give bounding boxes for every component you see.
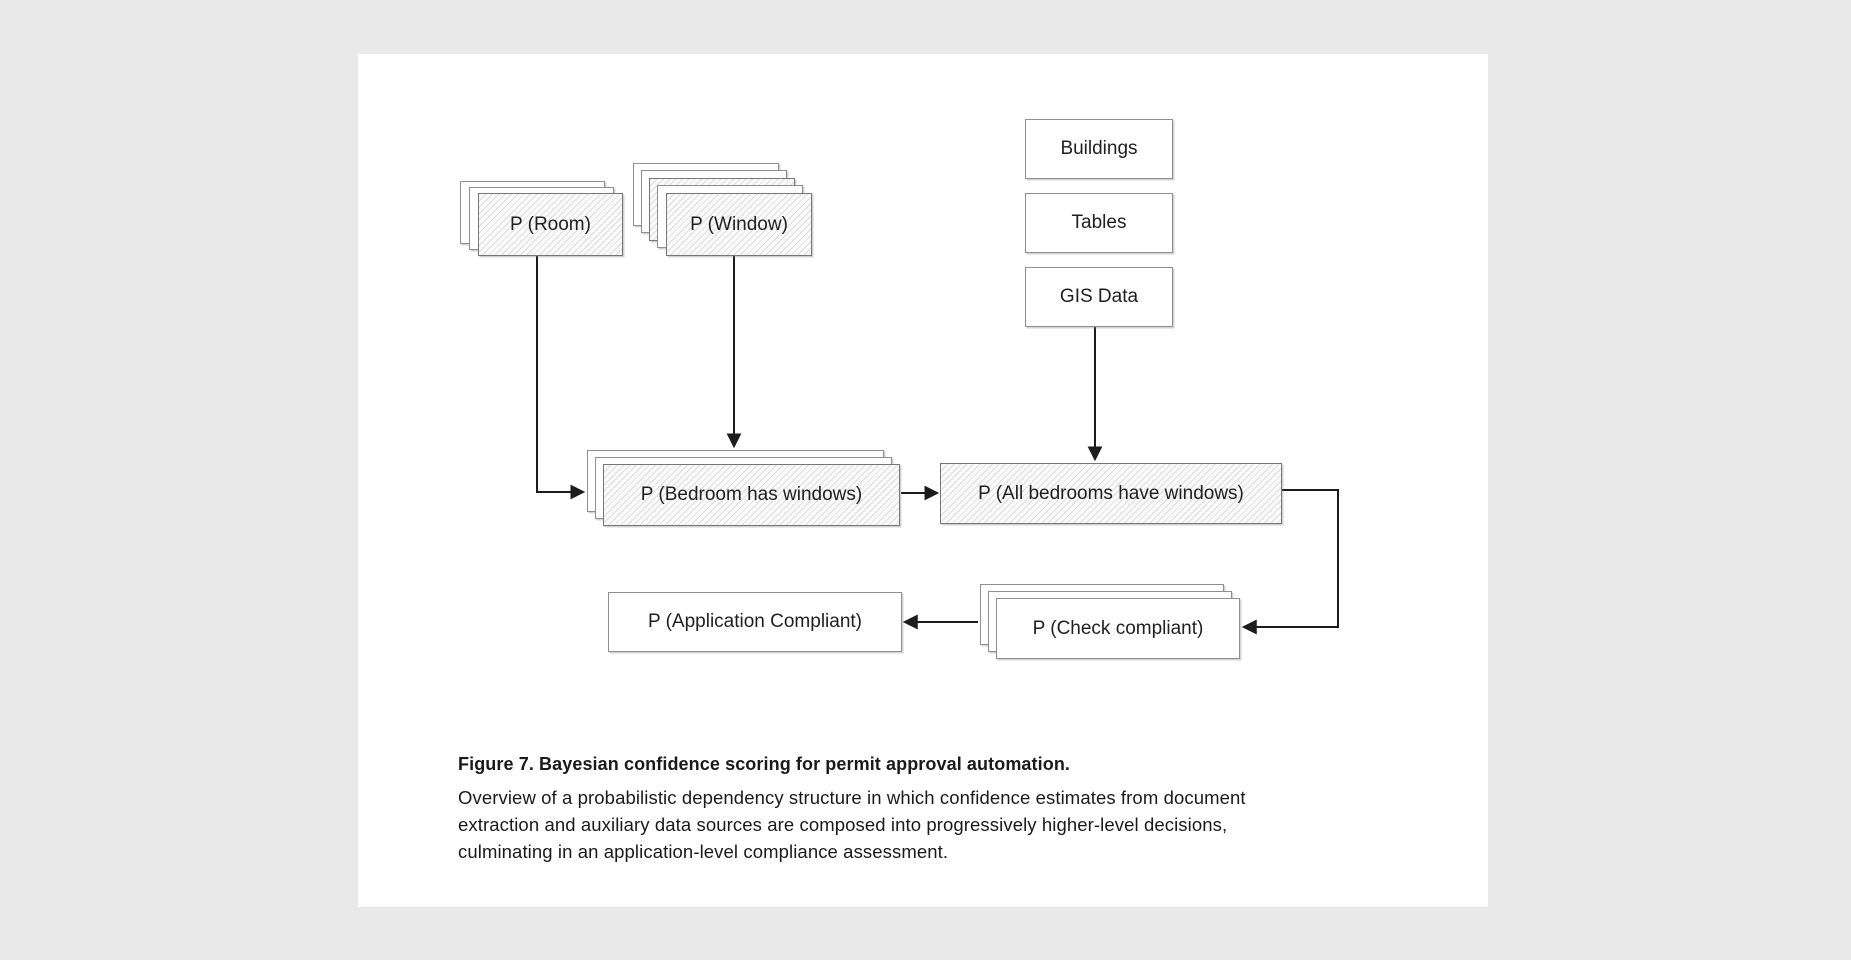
- node-p-all-bedrooms-have-windows-label: P (All bedrooms have windows): [978, 482, 1244, 504]
- figure-canvas: P (Room) P (Window) Buildings Tables GIS…: [358, 54, 1488, 907]
- node-p-window: P (Window): [666, 193, 812, 256]
- node-p-room-label: P (Room): [510, 213, 591, 235]
- node-buildings-label: Buildings: [1060, 138, 1138, 159]
- node-p-bedroom-has-windows-label: P (Bedroom has windows): [640, 484, 863, 505]
- node-gis-data: GIS Data: [1025, 267, 1173, 327]
- figure-caption-body-line-2: extraction and auxiliary data sources ar…: [458, 814, 1228, 835]
- node-p-check-compliant: P (Check compliant): [996, 598, 1240, 659]
- node-gis-data-label: GIS Data: [1059, 286, 1139, 307]
- node-buildings: Buildings: [1025, 119, 1173, 179]
- node-p-room: P (Room): [478, 193, 623, 256]
- arrow-room-to-bedroom: [536, 256, 586, 500]
- node-tables-label: Tables: [1071, 212, 1127, 233]
- node-p-bedroom-has-windows: P (Bedroom has windows): [603, 464, 900, 526]
- figure-caption: Figure 7. Bayesian confidence scoring fo…: [458, 754, 1398, 865]
- node-p-application-compliant: P (Application Compliant): [608, 592, 902, 652]
- figure-caption-body-line-3: culminating in an application-level comp…: [458, 841, 949, 862]
- node-p-window-label: P (Window): [690, 213, 788, 235]
- node-tables: Tables: [1025, 193, 1173, 253]
- figure-caption-title: Figure 7. Bayesian confidence scoring fo…: [458, 754, 1071, 774]
- node-p-application-compliant-label: P (Application Compliant): [647, 611, 863, 632]
- node-p-all-bedrooms-have-windows: P (All bedrooms have windows): [940, 463, 1282, 524]
- figure-caption-body-line-1: Overview of a probabilistic dependency s…: [458, 787, 1246, 808]
- node-p-check-compliant-label: P (Check compliant): [1032, 617, 1204, 639]
